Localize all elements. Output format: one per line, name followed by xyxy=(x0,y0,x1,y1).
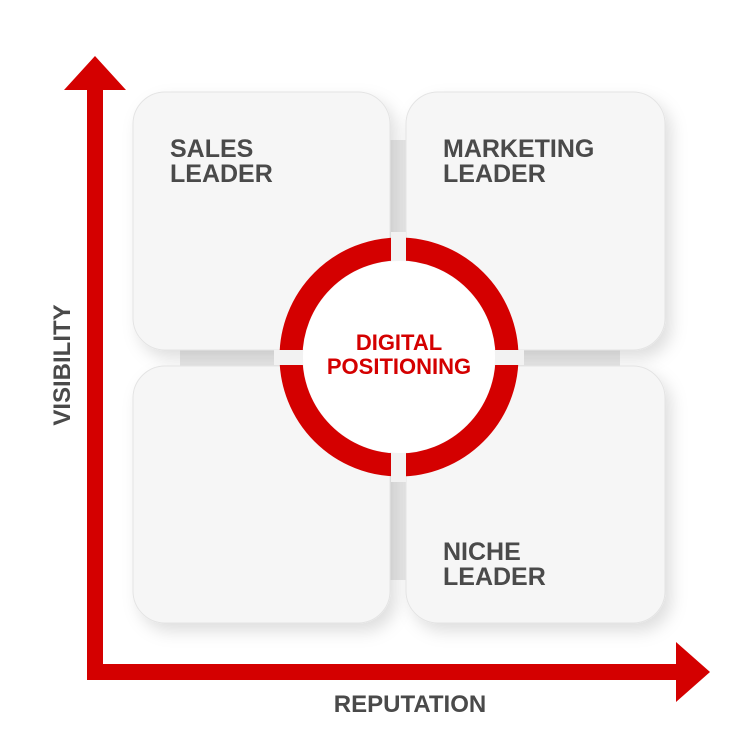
x-axis-label: REPUTATION xyxy=(334,691,486,718)
y-axis-label: VISIBILITY xyxy=(49,304,76,425)
quadrant-tl-line2: LEADER xyxy=(170,160,273,188)
quadrant-tr-line2: LEADER xyxy=(443,160,546,188)
quadrant-tl-line1: SALES xyxy=(170,135,253,163)
quadrant-tr-line1: MARKETING xyxy=(443,135,594,163)
center-ring xyxy=(274,232,524,482)
quadrant-br-line1: NICHE xyxy=(443,538,521,566)
x-axis-arrow xyxy=(87,642,710,702)
center-label-line2: POSITIONING xyxy=(327,354,471,379)
quadrant-br-line2: LEADER xyxy=(443,563,546,591)
center-label-line1: DIGITAL xyxy=(356,330,442,355)
y-axis-arrow xyxy=(64,56,126,680)
